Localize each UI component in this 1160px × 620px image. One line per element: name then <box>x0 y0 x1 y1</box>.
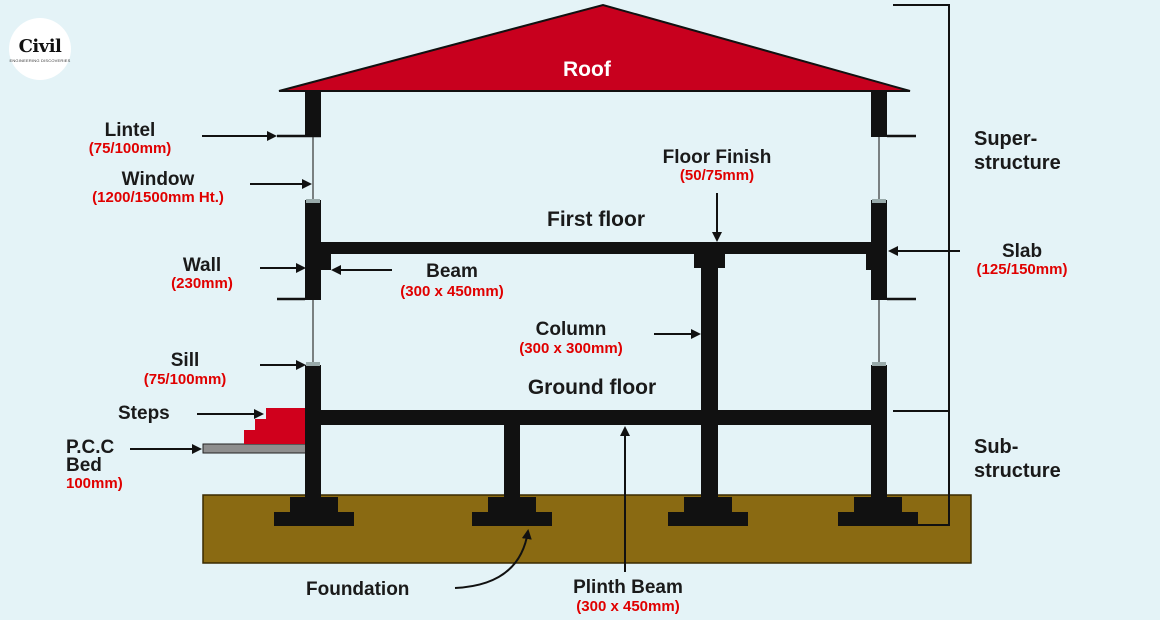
slab-label: Slab <box>1001 241 1043 262</box>
column-size: (300 x 300mm) <box>519 340 623 357</box>
foundation-footings <box>274 497 918 526</box>
wall-size: (230mm) <box>171 275 233 292</box>
pcc-size: 100mm) <box>66 475 123 492</box>
pcc-label-line1: P.C.C <box>66 437 115 458</box>
beam-label: Beam <box>426 261 478 282</box>
sill-size: (75/100mm) <box>143 371 227 388</box>
floor-finish-label: Floor Finish <box>662 147 772 168</box>
civil-logo: Civil ENGINEERING DISCOVERIES <box>9 18 71 80</box>
superstructure-bracket <box>893 4 950 412</box>
superstructure-label-line1: Super- <box>974 128 1038 150</box>
plinth-beam-label: Plinth Beam <box>573 577 683 598</box>
drop-beams <box>305 254 887 270</box>
sill-label: Sill <box>170 350 200 371</box>
foundation-label: Foundation <box>306 579 410 600</box>
walls <box>305 91 887 300</box>
columns <box>305 250 887 498</box>
substructure-bracket <box>918 411 950 526</box>
ground-floor-label: Ground floor <box>527 376 657 399</box>
lintel-ledges <box>277 134 916 301</box>
plinth-beam <box>305 410 887 425</box>
logo-tagline: ENGINEERING DISCOVERIES <box>9 57 71 63</box>
floor-finish-size: (50/75mm) <box>679 167 755 184</box>
windows <box>312 137 880 365</box>
superstructure-label-line2: structure <box>974 152 1061 174</box>
column-label: Column <box>535 319 607 340</box>
pcc-label-line2: Bed <box>66 455 102 476</box>
substructure-label-line1: Sub- <box>974 436 1019 458</box>
lintel-size: (75/100mm) <box>88 140 172 157</box>
substructure-label-line2: structure <box>974 460 1061 482</box>
roof-label: Roof <box>563 58 611 81</box>
window-label: Window <box>121 169 195 190</box>
first-floor-slab <box>305 242 887 254</box>
lintel-label: Lintel <box>104 120 156 141</box>
window-size: (1200/1500mm Ht.) <box>92 189 224 206</box>
beam-size: (300 x 450mm) <box>400 283 504 300</box>
logo-wordmark: Civil <box>18 35 62 57</box>
roof <box>278 3 911 92</box>
first-floor-label: First floor <box>547 208 645 231</box>
slab-size: (125/150mm) <box>976 261 1068 278</box>
wall-label: Wall <box>182 255 222 276</box>
steps-label: Steps <box>118 403 170 424</box>
foundation-arrow <box>454 529 532 589</box>
sill-markers <box>306 199 886 366</box>
steps <box>244 408 306 444</box>
pcc-bed <box>202 443 308 454</box>
plinth-beam-size: (300 x 450mm) <box>576 598 680 615</box>
